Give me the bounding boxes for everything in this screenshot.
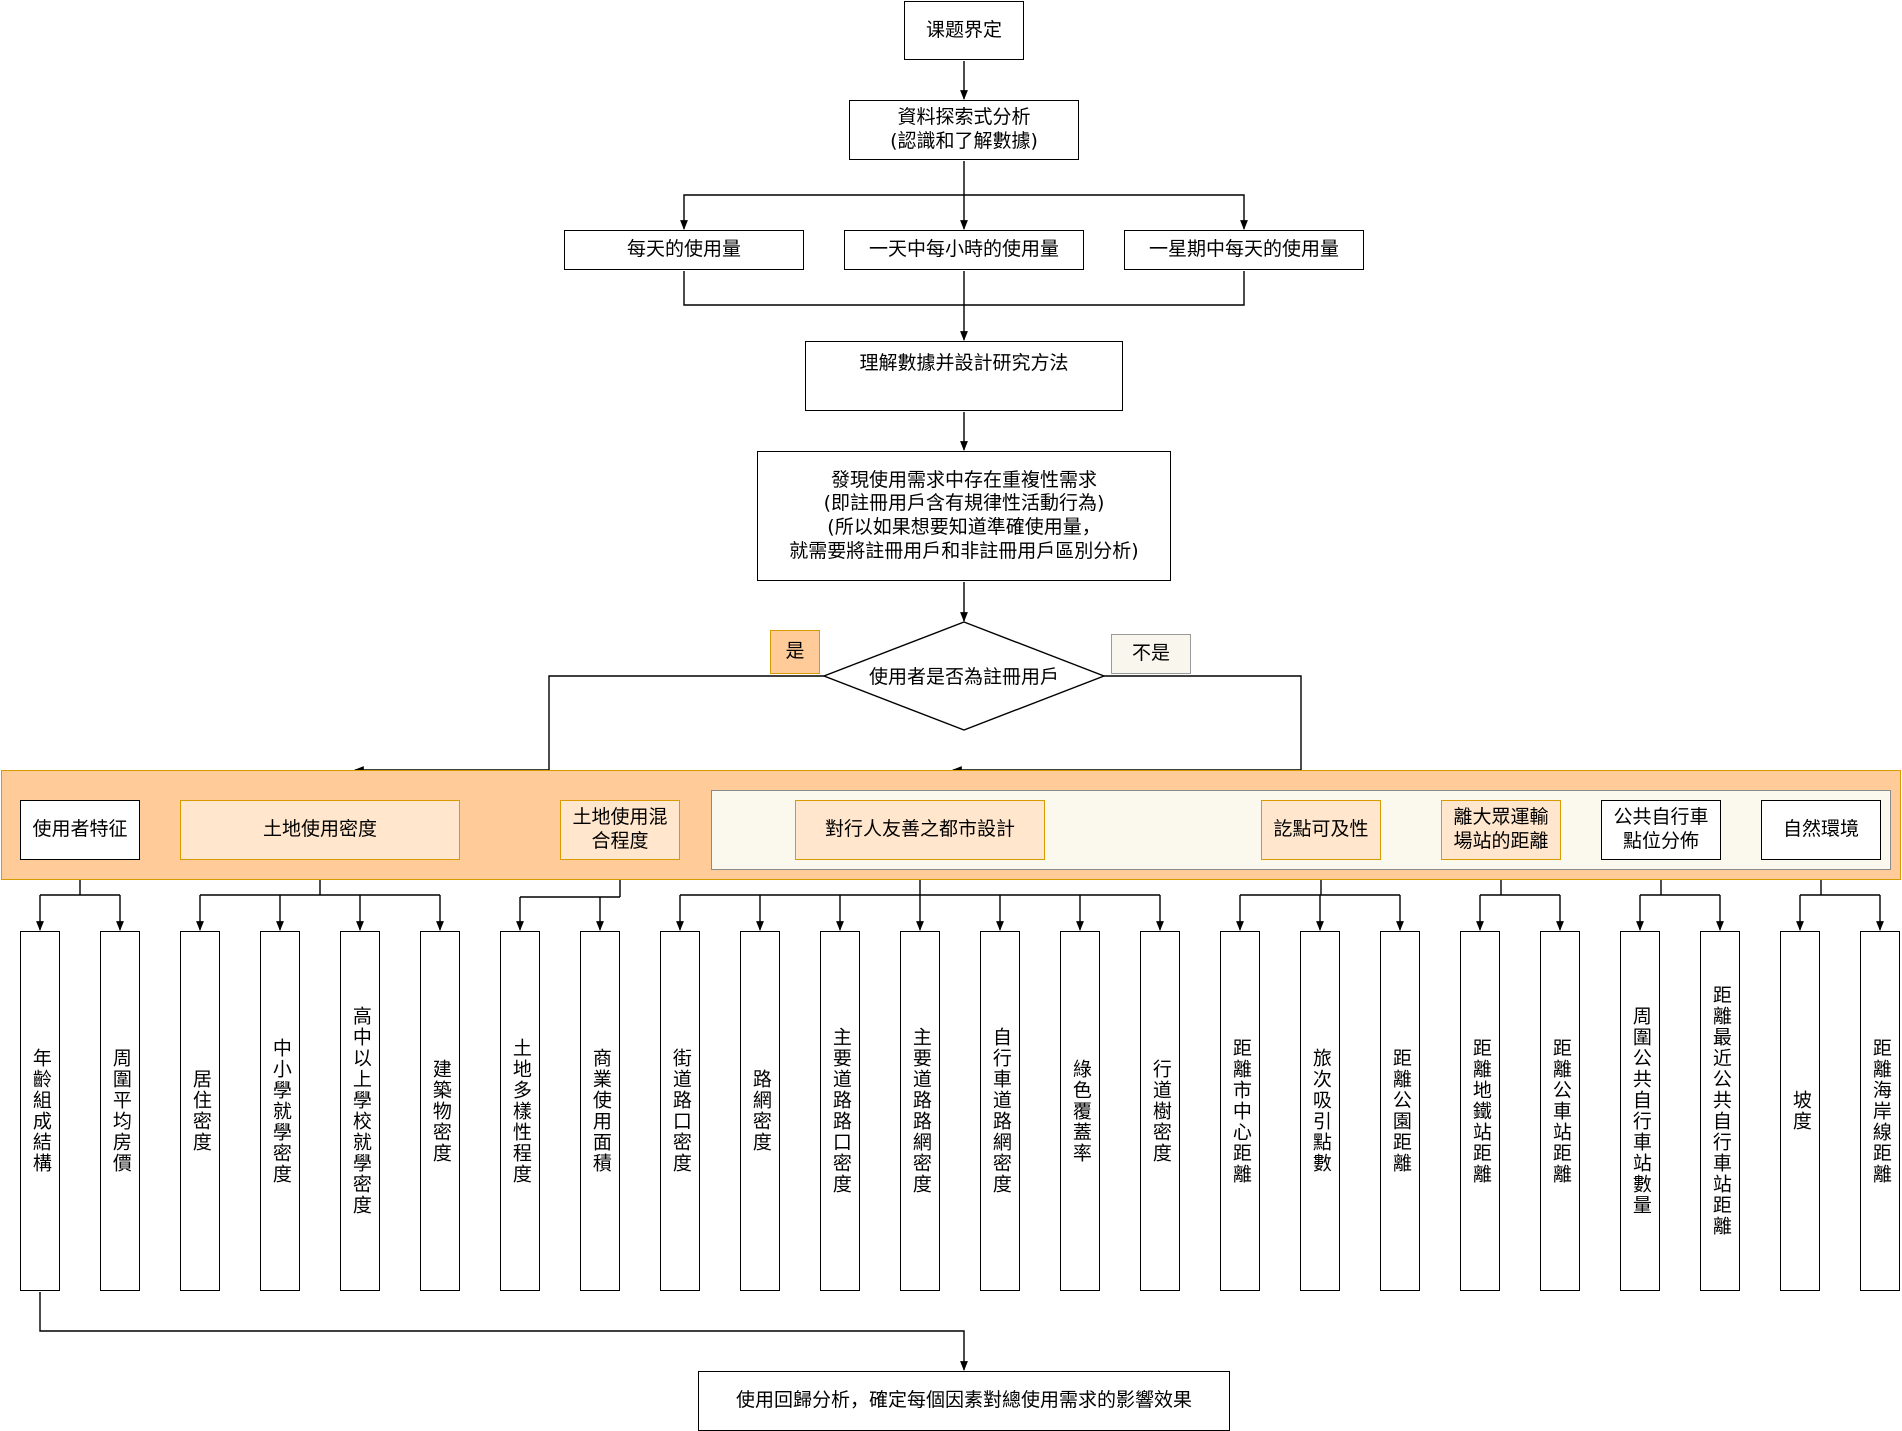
factor-label: 路網密度 <box>749 1069 772 1153</box>
factor-label: 距離公園距離 <box>1389 1048 1412 1174</box>
factor-label: 距離最近公共自行車站距離 <box>1709 985 1732 1237</box>
factor-label: 土地多樣性程度 <box>509 1037 532 1185</box>
factor-box: 周圍公共自行車站數量 <box>1620 931 1660 1291</box>
factor-label: 距離海岸線距離 <box>1869 1037 1892 1185</box>
factor-label: 距離地鐵站距離 <box>1469 1037 1492 1185</box>
category-natural-environment: 自然環境 <box>1761 800 1881 860</box>
factor-box: 距離最近公共自行車站距離 <box>1700 931 1740 1291</box>
factor-box: 年齡組成結構 <box>20 931 60 1291</box>
connector-arrow <box>964 194 1248 230</box>
no-label: 不是 <box>1111 634 1191 674</box>
factor-box: 行道樹密度 <box>1140 931 1180 1291</box>
weekday-usage-box: 一星期中每天的使用量 <box>1124 230 1364 270</box>
factor-box: 居住密度 <box>180 931 220 1291</box>
factor-box: 主要道路路口密度 <box>820 931 860 1291</box>
yes-label: 是 <box>770 630 820 674</box>
category-destination-accessibility: 訖點可及性 <box>1261 800 1381 860</box>
category-user-characteristics: 使用者特征 <box>20 800 140 860</box>
connector-arrow <box>1104 675 1305 792</box>
factor-box: 旅次吸引點數 <box>1300 931 1340 1291</box>
hourly-usage-box: 一天中每小時的使用量 <box>844 230 1084 270</box>
research-method-box: 理解數據并設計研究方法 <box>805 341 1123 411</box>
factor-box: 距離地鐵站距離 <box>1460 931 1500 1291</box>
connector-arrow <box>354 675 824 774</box>
topic-definition-box: 课题界定 <box>904 1 1024 60</box>
factor-label: 主要道路路網密度 <box>909 1027 932 1195</box>
factor-box: 中小學就學密度 <box>260 931 300 1291</box>
connector-line <box>683 271 964 306</box>
factor-label: 商業使用面積 <box>589 1048 612 1174</box>
factor-label: 建築物密度 <box>429 1058 452 1164</box>
exploratory-analysis-box: 資料探索式分析 (認識和了解數據) <box>849 100 1079 160</box>
factor-box: 街道路口密度 <box>660 931 700 1291</box>
factor-label: 周圍平均房價 <box>109 1048 132 1174</box>
factor-box: 距離海岸線距離 <box>1860 931 1900 1291</box>
connector-arrow <box>39 1292 968 1371</box>
factor-box: 坡度 <box>1780 931 1820 1291</box>
category-landuse-mix: 土地使用混 合程度 <box>560 800 680 860</box>
connector-line <box>964 271 1245 306</box>
daily-usage-box: 每天的使用量 <box>564 230 804 270</box>
factor-box: 綠色覆蓋率 <box>1060 931 1100 1291</box>
factor-label: 周圍公共自行車站數量 <box>1629 1006 1652 1216</box>
factor-label: 居住密度 <box>189 1069 212 1153</box>
factor-label: 中小學就學密度 <box>269 1037 292 1185</box>
factor-label: 年齡組成結構 <box>29 1048 52 1174</box>
category-landuse-density: 土地使用密度 <box>180 800 460 860</box>
factor-label: 距離市中心距離 <box>1229 1037 1252 1185</box>
category-transit-distance: 離大眾運輸 場站的距離 <box>1441 800 1561 860</box>
factor-box: 商業使用面積 <box>580 931 620 1291</box>
factor-box: 距離公園距離 <box>1380 931 1420 1291</box>
factor-label: 距離公車站距離 <box>1549 1037 1572 1185</box>
factor-label: 綠色覆蓋率 <box>1069 1058 1092 1164</box>
factor-label: 坡度 <box>1789 1090 1812 1132</box>
regression-box: 使用回歸分析，確定每個因素對總使用需求的影響效果 <box>698 1371 1230 1431</box>
factor-box: 距離公車站距離 <box>1540 931 1580 1291</box>
factor-box: 路網密度 <box>740 931 780 1291</box>
category-bike-station-distribution: 公共自行車 點位分佈 <box>1601 800 1721 860</box>
category-pedestrian-design: 對行人友善之都市設計 <box>795 800 1045 860</box>
factor-box: 周圍平均房價 <box>100 931 140 1291</box>
factor-box: 土地多樣性程度 <box>500 931 540 1291</box>
factor-label: 主要道路路口密度 <box>829 1027 852 1195</box>
factor-box: 高中以上學校就學密度 <box>340 931 380 1291</box>
factor-label: 行道樹密度 <box>1149 1058 1172 1164</box>
factor-label: 旅次吸引點數 <box>1309 1048 1332 1174</box>
factor-label: 自行車道路網密度 <box>989 1027 1012 1195</box>
decision-label: 使用者是否為註冊用戶 <box>868 666 1059 688</box>
finding-box: 發現使用需求中存在重複性需求 (即註冊用戶含有規律性活動行為) (所以如果想要知… <box>757 451 1171 581</box>
factor-label: 街道路口密度 <box>669 1048 692 1174</box>
connector-arrow <box>680 194 964 230</box>
factor-box: 自行車道路網密度 <box>980 931 1020 1291</box>
factor-box: 距離市中心距離 <box>1220 931 1260 1291</box>
factor-box: 主要道路路網密度 <box>900 931 940 1291</box>
factor-box: 建築物密度 <box>420 931 460 1291</box>
factor-label: 高中以上學校就學密度 <box>349 1006 372 1216</box>
